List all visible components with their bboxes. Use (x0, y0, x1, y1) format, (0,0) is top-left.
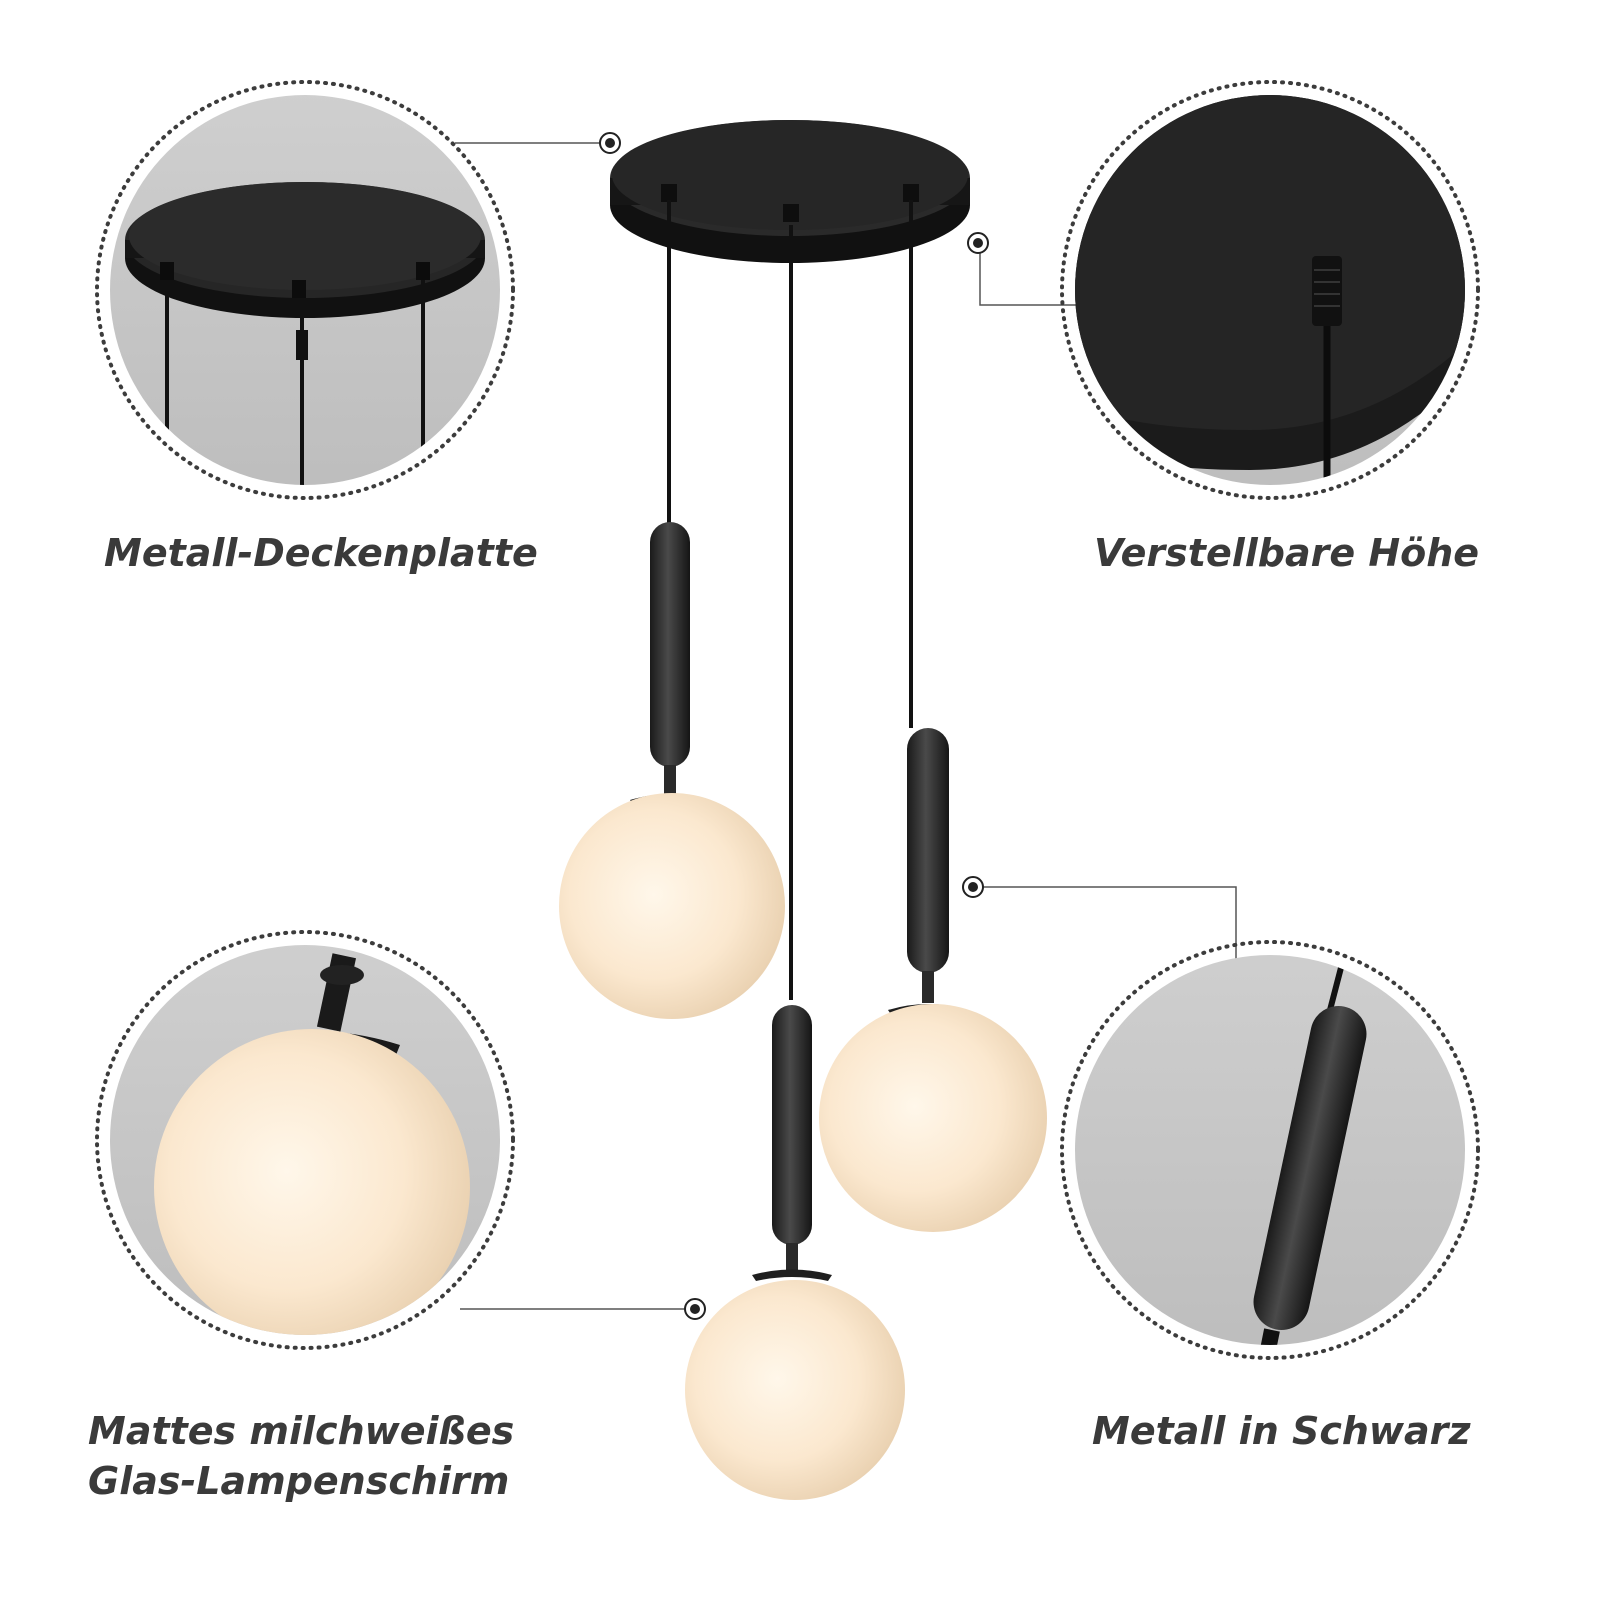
feature-label-line: Mattes milchweißes (88, 1409, 515, 1453)
cables (667, 200, 913, 1000)
feature-label-adjustable-height: Verstellbare Höhe (1094, 528, 1479, 578)
feature-label-ceiling-plate: Metall-Deckenplatte (104, 528, 538, 578)
feature-label-line: Glas-Lampenschirm (88, 1459, 510, 1503)
pendant-left (559, 522, 785, 1019)
inset-black-metal (1060, 940, 1480, 1360)
inset-ceiling-plate (95, 80, 515, 500)
feature-label-line: Metall in Schwarz (1092, 1409, 1471, 1453)
callout-dots (599, 132, 989, 1320)
feature-label-black-metal: Metall in Schwarz (1092, 1406, 1471, 1456)
ceiling-canopy (610, 120, 970, 263)
inset-adjustable-height (1060, 80, 1480, 500)
pendant-center (685, 1005, 905, 1500)
feature-label-line: Metall-Deckenplatte (104, 531, 538, 575)
feature-label-line: Verstellbare Höhe (1094, 531, 1480, 575)
main-lamp (559, 120, 1047, 1500)
feature-label-glass-shade: Mattes milchweißes Glas-Lampenschirm (88, 1406, 514, 1506)
pendant-right (819, 728, 1047, 1232)
inset-glass-shade (95, 930, 515, 1350)
